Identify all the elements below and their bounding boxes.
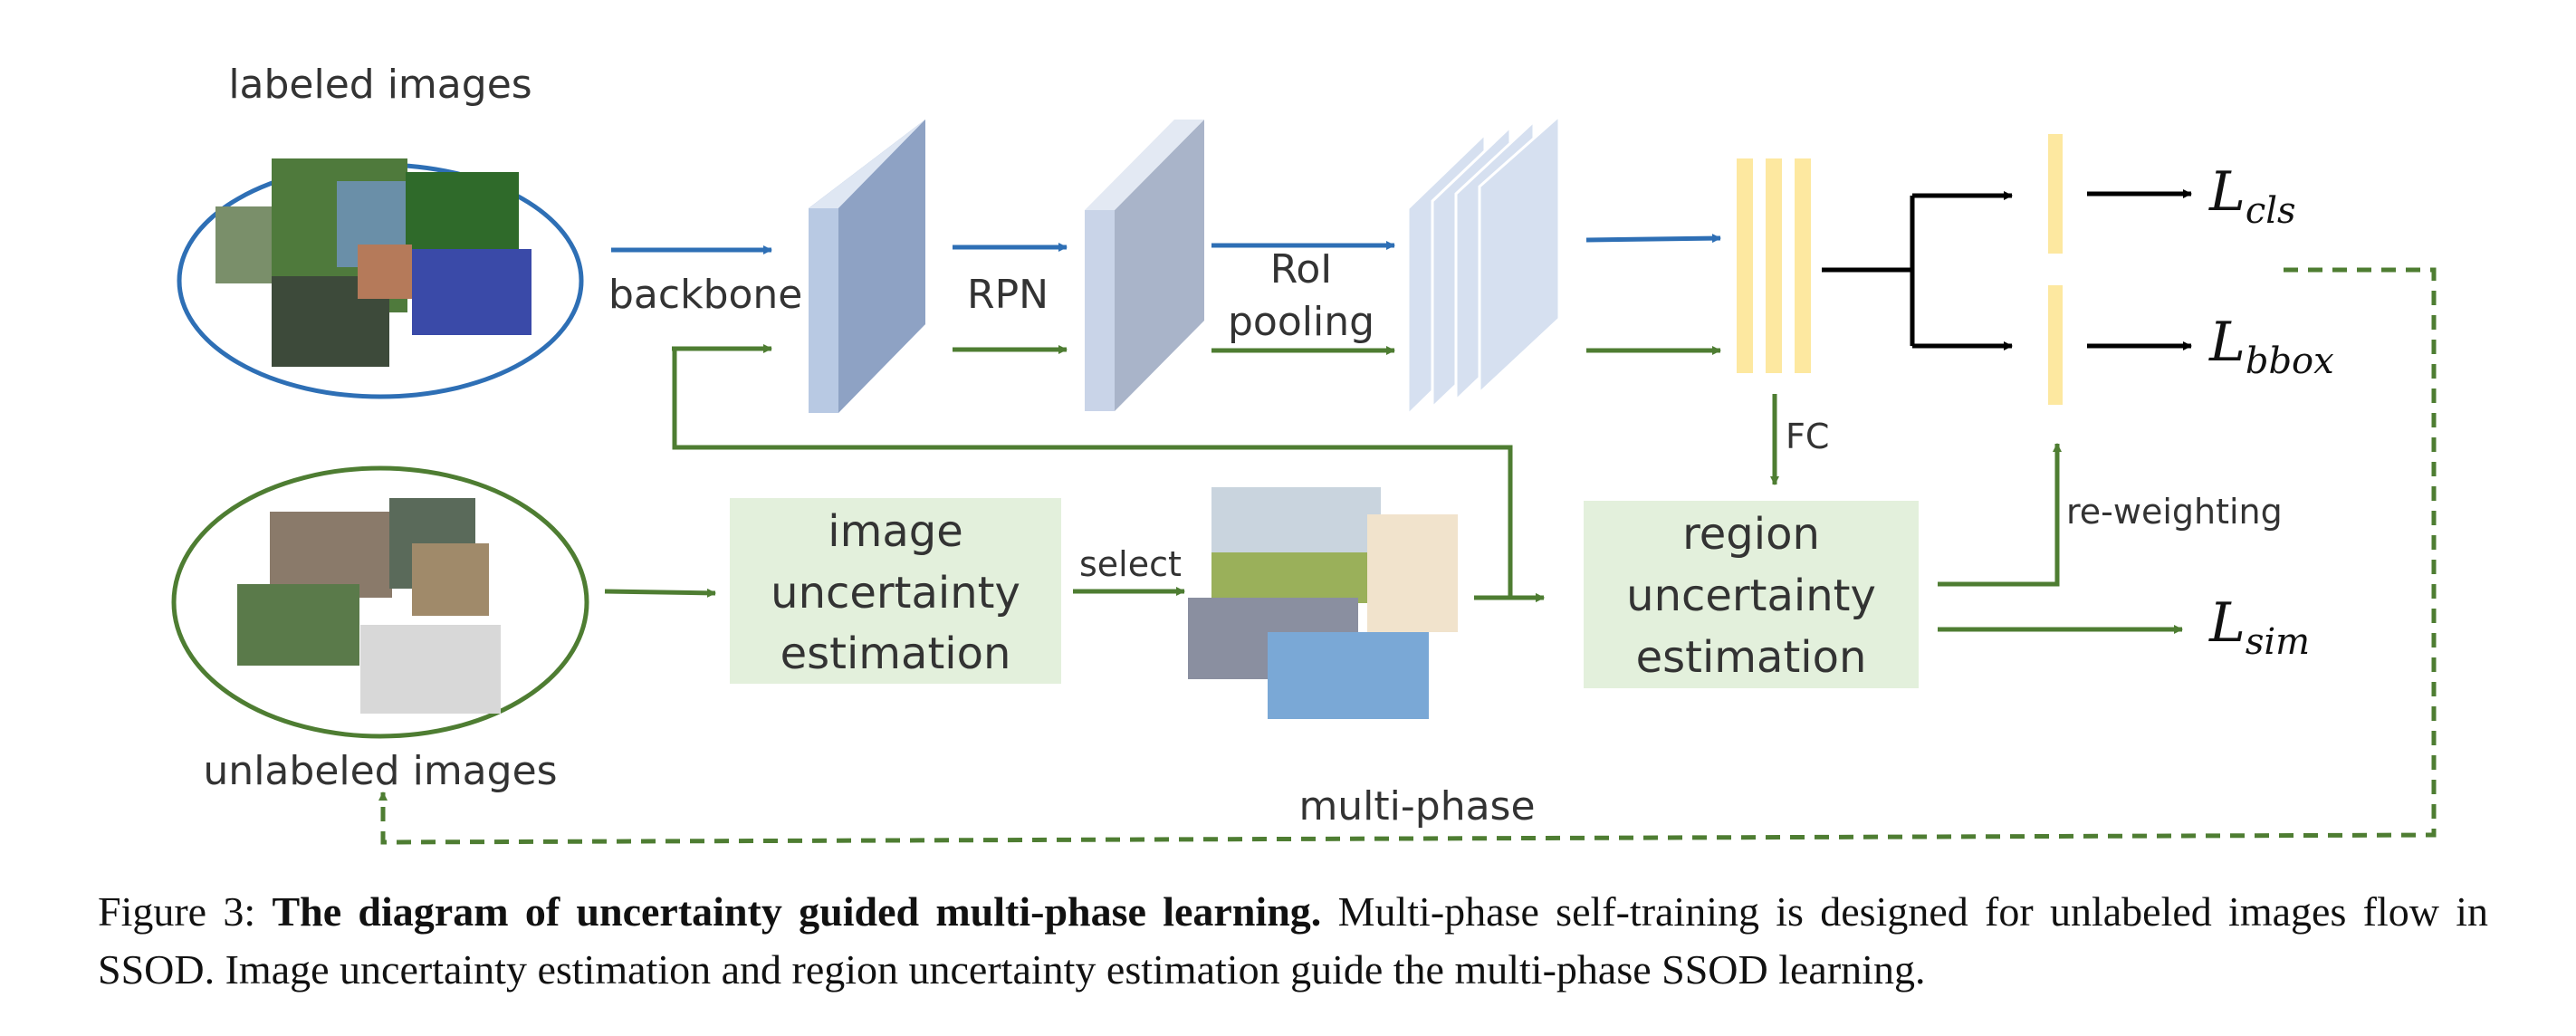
loss-cls: Lcls <box>2208 160 2296 232</box>
unlabeled-images-label: unlabeled images <box>203 748 557 794</box>
labeled-images-thumbnails <box>215 158 531 367</box>
fc-label: FC <box>1786 417 1829 456</box>
region-uncertainty-box: region uncertainty estimation <box>1584 501 1919 688</box>
unlabeled-images-thumbnails <box>237 498 501 714</box>
backbone-block <box>809 120 925 413</box>
multi-phase-label: multi-phase <box>1298 783 1535 830</box>
re-weighting-arrow <box>1938 443 2062 587</box>
labeled-images-label: labeled images <box>228 62 531 108</box>
svg-text:estimation: estimation <box>1636 632 1867 683</box>
select-label: select <box>1079 544 1182 584</box>
svg-text:region: region <box>1682 509 1820 560</box>
figure-label: Figure 3: <box>98 888 256 935</box>
unlabeled-images-ellipse <box>171 465 589 739</box>
rpn-block <box>1085 120 1204 411</box>
roi-label-line1: RoI <box>1270 246 1333 293</box>
pipeline-diagram: labeled images unlabeled images backbone… <box>171 62 2437 845</box>
bbox-head-bar <box>2048 285 2063 405</box>
roi-to-fc-blue-arrow <box>1585 234 1721 244</box>
figure-caption: Figure 3: The diagram of uncertainty gui… <box>98 883 2488 999</box>
roi-pooling-layers <box>1406 112 1561 418</box>
selected-images-collage <box>1188 487 1458 719</box>
image-uncertainty-box: image uncertainty estimation <box>730 498 1061 684</box>
backbone-label: backbone <box>608 272 802 318</box>
rpn-label: RPN <box>967 272 1049 318</box>
caption-body: Multi-phase self-training is designed fo… <box>98 888 2489 993</box>
fc-split-connector <box>1822 191 2013 350</box>
caption-title: The diagram of uncertainty guided multi-… <box>272 888 1322 935</box>
svg-text:estimation: estimation <box>780 628 1011 679</box>
roi-label-line2: pooling <box>1228 299 1374 345</box>
svg-text:uncertainty: uncertainty <box>771 568 1020 619</box>
cls-head-bar <box>2048 134 2063 254</box>
multi-phase-feedback-loop <box>378 267 2437 845</box>
loss-bbox: Lbbox <box>2208 311 2334 382</box>
loss-sim: Lsim <box>2208 591 2310 663</box>
svg-text:image: image <box>828 506 963 557</box>
svg-text:uncertainty: uncertainty <box>1626 571 1876 621</box>
re-weighting-label: re-weighting <box>2066 492 2283 532</box>
fc-layers <box>1737 158 1811 373</box>
unlabeled-to-image-uncertainty-arrow <box>604 588 716 598</box>
